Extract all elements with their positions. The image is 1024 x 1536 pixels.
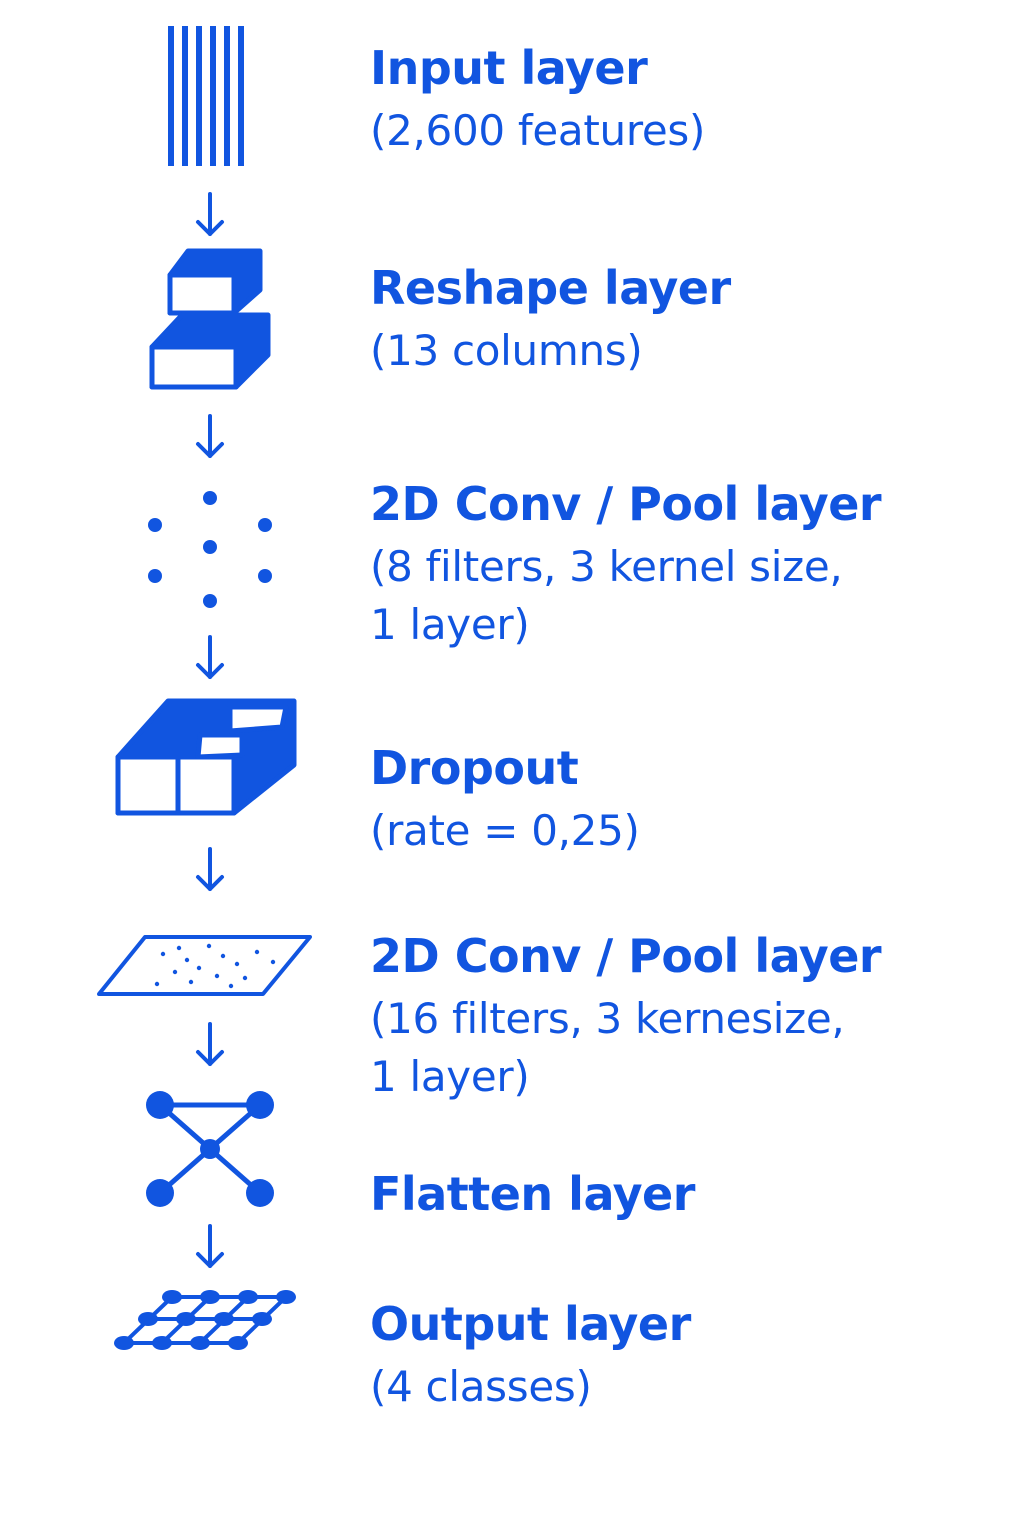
layer-title: Dropout <box>370 741 579 795</box>
layer-label-conv-2: 2D Conv / Pool layer (16 filters, 3 kern… <box>370 922 1010 1106</box>
down-arrow-icon <box>190 1020 230 1070</box>
layer-label-conv-1: 2D Conv / Pool layer (8 filters, 3 kerne… <box>370 470 1010 654</box>
split-box-icon <box>110 695 305 820</box>
layer-title: Reshape layer <box>370 261 731 315</box>
down-arrow-icon <box>190 190 230 240</box>
layer-label-dropout: Dropout (rate = 0,25) <box>370 734 1010 860</box>
down-arrow-icon <box>190 845 230 895</box>
layer-detail: 1 layer) <box>370 1052 530 1101</box>
dot-pattern-icon <box>140 485 280 615</box>
layer-detail: (2,600 features) <box>370 106 706 155</box>
dotted-plane-icon <box>95 932 320 1002</box>
down-arrow-icon <box>190 412 230 462</box>
layer-detail: (4 classes) <box>370 1362 592 1411</box>
layer-title: Input layer <box>370 41 648 95</box>
layer-title: 2D Conv / Pool layer <box>370 929 882 983</box>
layer-label-reshape: Reshape layer (13 columns) <box>370 254 1010 380</box>
layer-detail: (13 columns) <box>370 326 643 375</box>
layer-detail: 1 layer) <box>370 600 530 649</box>
layer-title: Flatten layer <box>370 1167 695 1221</box>
vertical-bars-icon <box>160 24 260 169</box>
node-grid-icon <box>110 1285 300 1355</box>
layer-title: Output layer <box>370 1297 691 1351</box>
layer-label-output: Output layer (4 classes) <box>370 1290 1010 1416</box>
layer-label-flatten: Flatten layer <box>370 1160 1010 1228</box>
layer-detail: (16 filters, 3 kernesize, <box>370 994 845 1043</box>
layer-detail: (rate = 0,25) <box>370 806 640 855</box>
layer-title: 2D Conv / Pool layer <box>370 477 882 531</box>
down-arrow-icon <box>190 1222 230 1272</box>
layer-label-input: Input layer (2,600 features) <box>370 34 1010 160</box>
layer-detail: (8 filters, 3 kernel size, <box>370 542 843 591</box>
network-nodes-icon <box>140 1085 280 1210</box>
stacked-boxes-icon <box>140 245 280 395</box>
down-arrow-icon <box>190 633 230 683</box>
